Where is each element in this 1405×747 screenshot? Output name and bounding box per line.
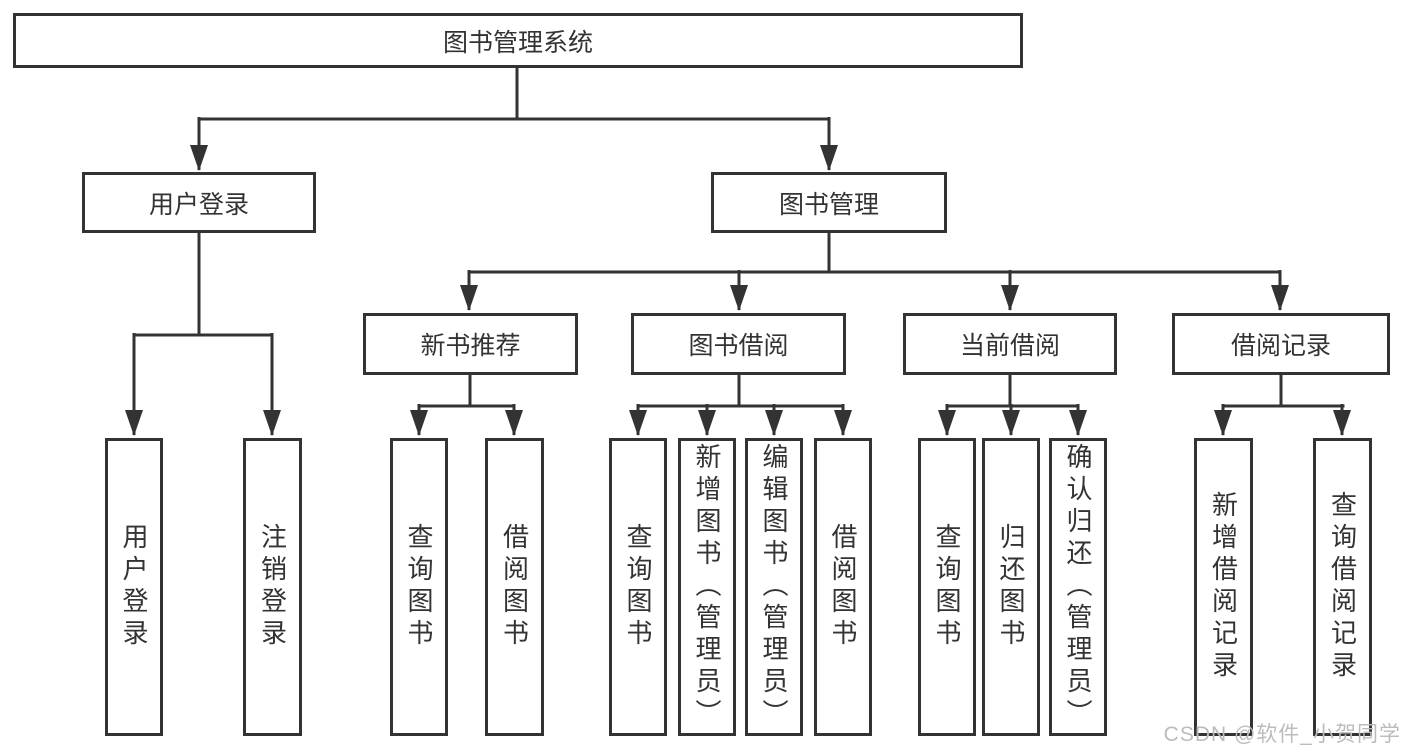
leaf-query-books-rec: 查询图书 [390, 438, 448, 736]
connector-current-borrow-branch [938, 375, 1087, 436]
connector-book-mgmt-branch [460, 233, 1289, 311]
leaf-add-books-admin: 新增图书（管理员） [678, 438, 736, 736]
leaf-query-books-borrow: 查询图书 [609, 438, 667, 736]
leaf-logout: 注销登录 [243, 438, 302, 736]
node-new-book-rec: 新书推荐 [363, 313, 578, 375]
connector-new-book-rec-branch [410, 375, 523, 436]
leaf-borrow-books-rec: 借阅图书 [485, 438, 544, 736]
node-root-system: 图书管理系统 [13, 13, 1023, 68]
leaf-add-borrow-record: 新增借阅记录 [1194, 438, 1253, 736]
watermark: CSDN @软件_小贺同学 [1163, 723, 1401, 746]
leaf-query-borrow-record: 查询借阅记录 [1313, 438, 1372, 736]
node-current-borrow: 当前借阅 [903, 313, 1117, 375]
leaf-user-login: 用户登录 [105, 438, 163, 736]
node-book-borrow: 图书借阅 [631, 313, 846, 375]
node-borrow-records: 借阅记录 [1172, 313, 1390, 375]
leaf-confirm-return-admin: 确认归还（管理员） [1049, 438, 1107, 736]
node-book-mgmt: 图书管理 [711, 172, 947, 233]
leaf-query-books-current: 查询图书 [918, 438, 976, 736]
leaf-borrow-books: 借阅图书 [814, 438, 872, 736]
connector-user-login-branch [125, 233, 281, 436]
node-user-login: 用户登录 [82, 172, 316, 233]
connector-borrow-records-branch [1214, 375, 1351, 436]
connector-root-branch [190, 67, 838, 171]
leaf-edit-books-admin: 编辑图书（管理员） [745, 438, 803, 736]
connector-book-borrow-branch [629, 375, 852, 436]
leaf-return-books: 归还图书 [982, 438, 1040, 736]
